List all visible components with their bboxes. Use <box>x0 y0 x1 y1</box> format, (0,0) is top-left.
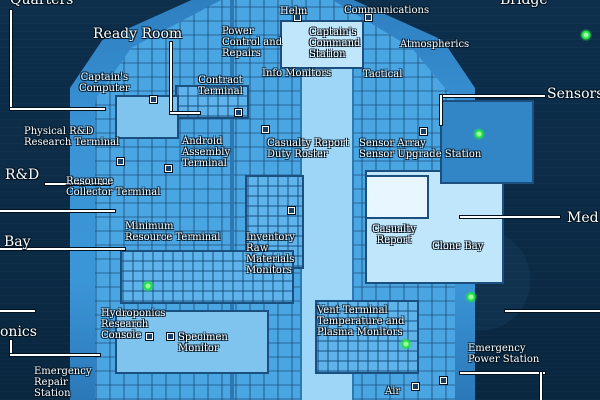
air-label: Air <box>385 386 401 397</box>
clone-vat <box>365 175 429 219</box>
leader-line <box>505 310 600 312</box>
hydroponics-label: onics <box>0 324 37 340</box>
sensor-room <box>440 100 534 184</box>
bridge-room <box>280 20 364 69</box>
bay-label: Bay <box>4 234 31 250</box>
bay-room <box>120 250 294 304</box>
inventory-label: Inventory Raw Materials Monitors <box>246 232 295 276</box>
contract-terminal-marker[interactable] <box>235 109 242 116</box>
specimen-monitor-marker[interactable] <box>167 333 174 340</box>
sensor-array-marker[interactable] <box>420 128 427 135</box>
tactical-label: Tactical <box>363 69 403 80</box>
leader-line <box>440 95 545 97</box>
emergency-repair-label: Emergency Repair Station <box>34 366 92 399</box>
info-monitors-label: Info Monitors <box>262 68 332 79</box>
minimum-resource-label: Minimum Resource Terminal <box>125 221 221 243</box>
casualty-duty-marker[interactable] <box>262 126 269 133</box>
air-marker[interactable] <box>412 383 419 390</box>
physical-rnd-label: Physical R&D Research Terminal <box>24 126 120 148</box>
leader-line <box>540 372 542 400</box>
rnd-label: R&D <box>5 167 40 183</box>
inventory-marker[interactable] <box>288 207 295 214</box>
leader-line <box>0 310 35 312</box>
leader-line <box>10 10 12 110</box>
captains-computer-marker[interactable] <box>150 96 157 103</box>
leader-line <box>10 340 12 356</box>
leader-line <box>10 354 100 356</box>
bridge-label: Bridge <box>500 0 548 8</box>
sensor-array-label: Sensor Array Sensor Upgrade Station <box>359 138 482 160</box>
android-assembly-marker[interactable] <box>165 165 172 172</box>
engineering-room <box>315 300 419 374</box>
active-area-marker[interactable] <box>580 29 592 41</box>
corridor-rail <box>230 0 234 400</box>
active-area-marker[interactable] <box>400 338 412 350</box>
contract-terminal-label: Contract Terminal <box>198 75 243 97</box>
leader-line <box>440 95 442 125</box>
communications-label: Communications <box>344 5 430 16</box>
captains-computer-label: Captain's Computer <box>79 72 130 94</box>
physical-rnd-marker[interactable] <box>117 158 124 165</box>
vent-terminal-label: Vent Terminal Temperature and Plasma Mon… <box>317 305 405 338</box>
leader-line <box>0 210 115 212</box>
power-control-label: Power Control and Repairs <box>222 26 283 59</box>
leader-line <box>170 42 172 114</box>
casualty-duty-label: Casualty Report Duty Roster <box>267 138 349 160</box>
leader-line <box>0 248 125 250</box>
captains-command-label: Captain's Command Station <box>309 27 361 60</box>
ready-room-label: Ready Room <box>93 26 183 42</box>
casualty-report-label: Casualty Report <box>372 224 417 246</box>
clone-bay-label: Clone Bay <box>432 241 484 252</box>
captains-quarters-room <box>115 95 179 139</box>
sensors-label: Sensors <box>547 86 600 102</box>
leader-line <box>460 372 545 374</box>
hydroponics-room <box>115 310 269 374</box>
active-area-marker[interactable] <box>473 128 485 140</box>
active-area-marker[interactable] <box>142 280 154 292</box>
medical-label: Med <box>567 210 599 226</box>
emergency-power-label: Emergency Power Station <box>468 343 540 365</box>
helm-label: Helm <box>280 6 308 17</box>
resource-collector-label: Resource Collector Terminal <box>66 176 161 198</box>
quarters-label: Quarters <box>10 0 74 8</box>
android-assembly-label: Android Assembly Terminal <box>182 136 231 169</box>
leader-line <box>45 183 110 185</box>
hydroponics-console-label: Hydroponics Research Console <box>101 308 166 341</box>
atmospherics-label: Atmospherics <box>400 39 470 50</box>
active-area-marker[interactable] <box>465 291 477 303</box>
leader-line <box>10 108 105 110</box>
specimen-monitor-label: Specimen Monitor <box>178 332 228 354</box>
communications-marker[interactable] <box>365 14 372 21</box>
helm-marker[interactable] <box>294 14 301 21</box>
leader-line <box>460 216 560 218</box>
hydroponics-console-marker[interactable] <box>146 333 153 340</box>
leader-line <box>170 112 200 114</box>
emergency-power-marker[interactable] <box>440 377 447 384</box>
